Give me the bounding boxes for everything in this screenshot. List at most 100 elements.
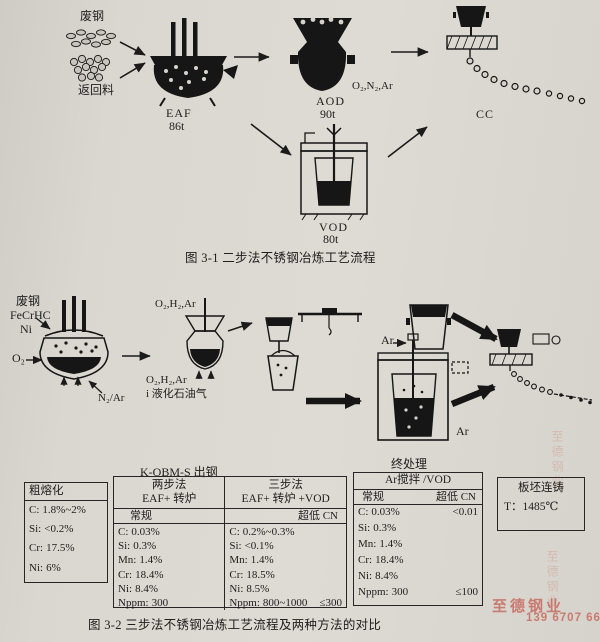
thick-arrow-vod-to-caster <box>450 383 496 408</box>
table-slab-casting: 板坯连铸 T：1485℃ <box>497 477 585 531</box>
final-treatment-header: Ar搅拌 /VOD <box>354 473 482 490</box>
fig2-feed-scrap-label: 废钢 <box>16 294 41 308</box>
param-value: 18.5% <box>246 568 275 581</box>
param-label: Nppm: <box>229 596 260 609</box>
param-value: 8.5% <box>246 582 270 595</box>
fig2-lpg-label: i 液化石油气 <box>146 388 207 400</box>
table-row: Cr:18.4% <box>114 568 224 582</box>
subheader-ultralow-cn: 超低 CN <box>297 509 338 522</box>
comparison-subheader-row: 常规 超低 CN <box>114 508 346 525</box>
fig2-ar-vod-label: Ar <box>456 424 469 438</box>
param-label: C: <box>118 526 129 539</box>
param-label: C: <box>29 503 40 516</box>
param-value: 1.4% <box>379 537 403 550</box>
table-row: Cr:17.5% <box>25 539 107 558</box>
fig2-caption: 图 3-2 三步法不锈钢冶炼工艺流程及两种方法的对比 <box>88 618 382 632</box>
fig1-aod-label: AOD <box>316 94 345 108</box>
slab-casting-temp: T：1485℃ <box>504 500 559 513</box>
param-label: Si: <box>29 523 42 536</box>
slab-casting-title: 板坯连铸 <box>518 482 564 494</box>
table-row: C:0.03% <box>114 525 224 539</box>
param-value: 0.2%~0.3% <box>242 526 295 539</box>
param-value: 1.4% <box>139 554 163 567</box>
param-label: Cr: <box>229 568 244 581</box>
param-value: 8.4% <box>135 582 158 595</box>
fig2-gas-bottom-label: O₂,H₂,Ar <box>146 374 187 386</box>
param-label: C: <box>358 505 369 518</box>
three-step-header: 三步法 EAF+ 转炉 +VOD <box>225 477 346 508</box>
fig1-vod-capacity: 80t <box>323 232 339 246</box>
param-value: 800~1000 <box>262 596 308 609</box>
table-row: Ni:8.4% <box>354 569 482 585</box>
three-step-route: EAF+ 转炉 +VOD <box>241 493 330 506</box>
param-label: Si: <box>358 521 371 534</box>
two-step-title: 两步法 <box>151 479 187 491</box>
table-row: Nppm:300≤100 <box>354 585 482 601</box>
final-subheader-row: 常规 超低 CN <box>354 490 482 505</box>
crane-and-transfer-icon <box>265 308 362 391</box>
fig1-return-label: 返回料 <box>78 83 115 97</box>
fig2-gas-top-label: O₂,H₂,Ar <box>155 298 196 310</box>
param-value: 18.4% <box>375 553 404 566</box>
watermark-phone: 139 6707 6667 <box>526 612 600 624</box>
param-value: 8.4% <box>375 569 398 582</box>
table-row: Cr:18.5% <box>225 568 346 582</box>
table-row: Mn:1.4% <box>354 537 482 553</box>
comparison-header-row: 两步法 EAF+ 转炉 三步法 EAF+ 转炉 +VOD <box>114 477 346 509</box>
fig2-kobm-label: K-OBM-S 出钢 <box>140 465 218 479</box>
thick-arrow-ladle-to-caster <box>450 312 498 342</box>
fig1-caption: 图 3-1 二步法不锈钢冶炼工艺流程 <box>185 251 376 265</box>
param-label: Ni: <box>29 561 44 574</box>
two-step-header: 两步法 EAF+ 转炉 <box>114 477 226 508</box>
param-label: Cr: <box>118 568 133 581</box>
param-label: Mn: <box>118 554 137 567</box>
table-row: Si:0.3% <box>354 521 482 537</box>
fig1-diagram <box>66 6 586 221</box>
fig1-aod-capacity: 90t <box>320 107 336 121</box>
subheader-ultralow-cn: 超低 CN <box>435 490 476 503</box>
return-material-icon <box>69 54 111 82</box>
arrow-return-to-eaf <box>119 62 146 79</box>
arrow-feed-to-eaf <box>35 317 51 330</box>
watermark-faint-2: 至德钢业 <box>545 550 559 610</box>
param-value: 18.4% <box>135 568 164 581</box>
param-label: Ni: <box>118 582 133 595</box>
table-row: Mn:1.4% <box>114 553 224 567</box>
two-step-column: C:0.03% Si:0.3% Mn:1.4% Cr:18.4% Ni:8.4%… <box>114 524 226 611</box>
param-value: 0.03% <box>371 505 400 518</box>
vod-vessel-icon <box>300 124 368 221</box>
param-value: 0.3% <box>133 540 157 553</box>
caster-icon-fig2 <box>489 329 593 405</box>
ultralow-n-value: ≤100 <box>455 585 478 598</box>
arrow-converter-to-ladle <box>227 321 253 332</box>
vod-vessel-icon-fig2 <box>377 333 469 441</box>
two-step-route: EAF+ 转炉 <box>142 493 197 506</box>
param-label: Cr: <box>358 553 373 566</box>
fig2-feed-fecrhc-label: FeCrHC <box>10 308 51 322</box>
table-rough-melt: 粗熔化 C:1.8%~2% Si:<0.2% Cr:17.5% Ni:6% <box>24 482 108 583</box>
fig1-vod-label: VOD <box>319 220 348 234</box>
param-label: Nppm: <box>118 596 149 609</box>
watermark-faint-1: 至德钢业 <box>550 430 564 490</box>
param-label: Mn: <box>358 537 377 550</box>
fig1-aod-gas-label: O₂,N₂,Ar <box>352 80 393 92</box>
fig2-ar-mid-label: Ar <box>381 333 394 347</box>
table-row: Nppm:800~1000≤300 <box>225 596 346 610</box>
ultralow-c-value: <0.01 <box>452 505 478 518</box>
table-row: Si:<0.1% <box>225 539 346 553</box>
param-value: 6% <box>46 561 61 574</box>
table-row: Cr:18.4% <box>354 553 482 569</box>
param-label: Si: <box>118 540 131 553</box>
arrow-n2ar <box>88 380 103 394</box>
scrap-steel-icon <box>66 29 116 48</box>
three-step-column: C:0.2%~0.3% Si:<0.1% Mn:1.4% Cr:18.5% Ni… <box>225 524 346 610</box>
converter-icon-fig2 <box>184 298 226 379</box>
table-row: Si:<0.2% <box>25 520 107 539</box>
param-label: Ni: <box>358 569 373 582</box>
fig2-n2ar-label: N₂/Ar <box>98 392 125 404</box>
param-value: 300 <box>151 596 169 609</box>
aod-converter-icon <box>290 17 355 91</box>
eaf-furnace-icon <box>150 18 238 107</box>
table-row: Mn:1.4% <box>225 553 346 567</box>
